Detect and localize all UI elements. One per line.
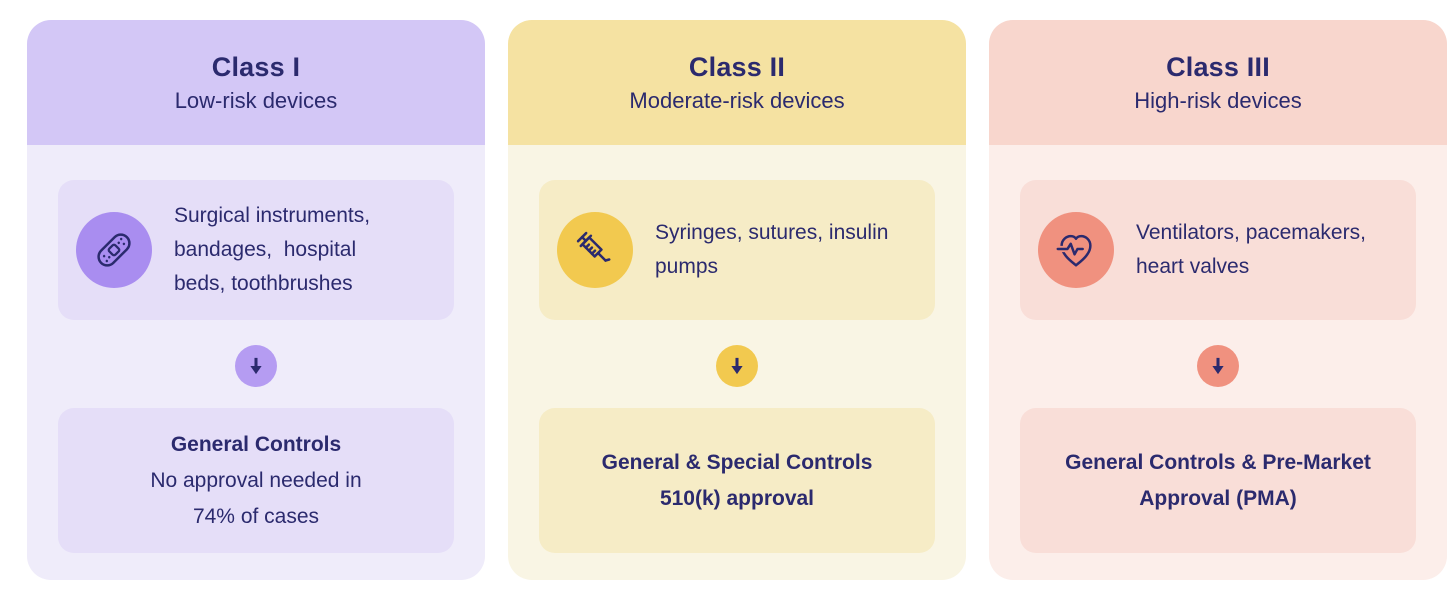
card-subtitle: Moderate-risk devices [629, 87, 845, 113]
device-examples-text: Syringes, sutures, insulin pumps [655, 221, 889, 278]
controls-detail: No approval needed in 74% of cases [150, 468, 362, 528]
card-title: Class II [688, 51, 786, 82]
syringe-icon [557, 212, 633, 288]
controls-title: General Controls & Pre-Market Approval (… [1065, 450, 1371, 510]
card-title: Class I [211, 51, 301, 82]
down-arrow-icon [716, 345, 758, 387]
device-examples-text: Surgical instruments, bandages, hospital… [174, 204, 371, 295]
device-examples-box: Ventilators, pacemakers, heart valves [1020, 180, 1416, 320]
card-body: Surgical instruments, bandages, hospital… [27, 145, 485, 580]
class-i-card: Class I Low-risk devices [27, 20, 485, 580]
heart-pulse-icon [1038, 212, 1114, 288]
card-subtitle: High-risk devices [1134, 87, 1302, 113]
card-body: Ventilators, pacemakers, heart valves Ge… [989, 145, 1447, 580]
controls-title: General Controls [170, 432, 342, 456]
bandage-icon [76, 212, 152, 288]
card-header: Class I Low-risk devices [27, 20, 485, 145]
down-arrow-icon [235, 345, 277, 387]
down-arrow-icon [1197, 345, 1239, 387]
device-examples-text: Ventilators, pacemakers, heart valves [1136, 221, 1366, 278]
controls-box: General Controls & Pre-Market Approval (… [1020, 408, 1416, 553]
card-subtitle: Low-risk devices [174, 87, 338, 113]
cards-row: Class I Low-risk devices [27, 20, 1447, 580]
controls-box: General Controls No approval needed in 7… [58, 408, 454, 553]
class-ii-card: Class II Moderate-risk devices [508, 20, 966, 580]
card-header: Class III High-risk devices [989, 20, 1447, 145]
card-header: Class II Moderate-risk devices [508, 20, 966, 145]
controls-box: General & Special Controls 510(k) approv… [539, 408, 935, 553]
card-title: Class III [1166, 51, 1270, 82]
controls-title: General & Special Controls 510(k) approv… [601, 450, 873, 510]
device-examples-box: Surgical instruments, bandages, hospital… [58, 180, 454, 320]
device-examples-box: Syringes, sutures, insulin pumps [539, 180, 935, 320]
card-body: Syringes, sutures, insulin pumps General… [508, 145, 966, 580]
class-iii-card: Class III High-risk devices Ventilators,… [989, 20, 1447, 580]
